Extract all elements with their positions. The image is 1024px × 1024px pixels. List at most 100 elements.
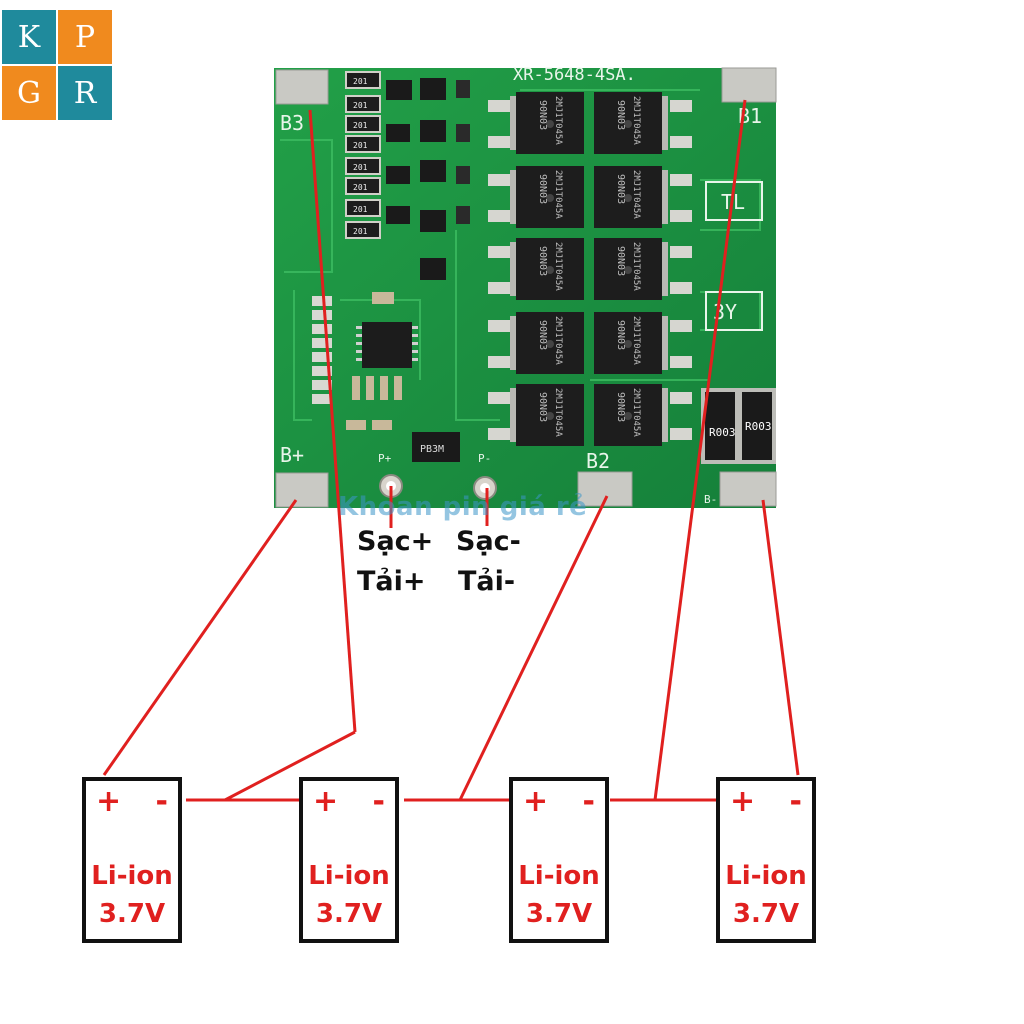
mosfet-marking-b: 2MJ1T045A xyxy=(553,96,563,145)
protection-ic xyxy=(356,322,418,368)
plus-terminal: + xyxy=(313,784,339,819)
smd-resistor-5: 201 xyxy=(345,157,381,175)
shunt-resistors xyxy=(701,388,776,464)
shunt-marking-2: R003 xyxy=(745,420,772,433)
minus-terminal: - xyxy=(372,784,385,819)
resistor-marking: 201 xyxy=(353,205,368,214)
mosfet-3-2: 90N03 2MJ1T045A xyxy=(594,238,692,300)
battery-voltage: 3.7V xyxy=(732,899,800,929)
resistor-marking: 201 xyxy=(353,163,368,172)
mosfet-marking-a: 90N03 xyxy=(615,174,626,204)
mosfet-marking-a: 90N03 xyxy=(615,392,626,422)
pcb-traces xyxy=(280,89,761,421)
mosfet-marking-b: 2MJ1T045A xyxy=(631,96,641,145)
label-load-minus: Tải- xyxy=(458,566,516,597)
resistor-marking: 201 xyxy=(353,77,368,86)
watermark-text: Khoan pin giá rẻ xyxy=(338,492,588,522)
resistor-marking: 201 xyxy=(353,227,368,236)
smd-resistor-1: 201 xyxy=(345,71,381,89)
label-charge-plus: Sạc+ xyxy=(357,526,434,557)
smd-resistor-7: 201 xyxy=(345,199,381,217)
label-pminus: P- xyxy=(478,452,491,465)
mosfet-marking-b: 2MJ1T045A xyxy=(553,170,563,219)
bms-board: XR-5648-4SA. B3 B1 B+ B2 B- P+ P- TL 3Y … xyxy=(274,65,777,508)
wires xyxy=(102,99,800,802)
mosfet-1-2: 90N03 2MJ1T045A xyxy=(594,92,692,154)
mosfet-marking-b: 2MJ1T045A xyxy=(553,316,563,365)
mosfet-marking-a: 90N03 xyxy=(537,100,548,130)
minus-terminal: - xyxy=(789,784,802,819)
mosfet-marking-b: 2MJ1T045A xyxy=(631,388,641,437)
pad-bplus xyxy=(275,472,329,508)
logo-letter-r: R xyxy=(58,66,112,120)
pad-b3 xyxy=(275,69,329,105)
minus-terminal: - xyxy=(155,784,168,819)
wire-b3-tie xyxy=(224,730,356,802)
mosfet-marking-a: 90N03 xyxy=(615,100,626,130)
mosfet-marking-b: 2MJ1T045A xyxy=(553,388,563,437)
minus-terminal: - xyxy=(582,784,595,819)
label-b2: B2 xyxy=(586,449,610,473)
label-b3: B3 xyxy=(280,111,304,135)
smd-resistor-3: 201 xyxy=(345,115,381,133)
battery-chemistry: Li-ion xyxy=(308,861,390,891)
wire-b1 xyxy=(653,99,747,801)
label-pplus: P+ xyxy=(378,452,392,465)
label-charge-minus: Sạc- xyxy=(456,526,521,557)
mosfet-marking-a: 90N03 xyxy=(537,320,548,350)
battery-voltage: 3.7V xyxy=(98,899,166,929)
wire-b2 xyxy=(458,495,609,801)
mosfet-marking-b: 2MJ1T045A xyxy=(631,242,641,291)
battery-voltage: 3.7V xyxy=(525,899,593,929)
battery-chemistry: Li-ion xyxy=(725,861,807,891)
logo-letter-g: G xyxy=(2,66,56,120)
battery-chemistry: Li-ion xyxy=(518,861,600,891)
wire-bplus xyxy=(102,499,298,776)
mosfet-marking-a: 90N03 xyxy=(615,246,626,276)
resistor-marking: 201 xyxy=(353,101,368,110)
resistor-marking: 201 xyxy=(353,121,368,130)
mosfet-5-2: 90N03 2MJ1T045A xyxy=(594,384,692,446)
pad-bminus xyxy=(719,471,777,507)
smd-resistor-4: 201 xyxy=(345,135,381,153)
wire-bminus xyxy=(761,499,800,776)
logo-letter-p: P xyxy=(58,10,112,64)
battery-voltage: 3.7V xyxy=(315,899,383,929)
mosfet-array: 90N03 2MJ1T045A 90N03 2MJ1T045A 90N03 2MJ1T04… xyxy=(488,92,692,446)
left-resistor-strip xyxy=(312,296,332,404)
label-bminus: B- xyxy=(704,493,717,506)
mosfet-marking-b: 2MJ1T045A xyxy=(553,242,563,291)
pcb-model-label: XR-5648-4SA. xyxy=(513,65,636,85)
battery-cell-1: + - Li-ion 3.7V xyxy=(82,777,182,943)
mosfet-marking-b: 2MJ1T045A xyxy=(631,316,641,365)
plus-terminal: + xyxy=(96,784,122,819)
label-bplus: B+ xyxy=(280,443,304,467)
battery-cell-2: + - Li-ion 3.7V xyxy=(299,777,399,943)
driver-chips xyxy=(386,78,470,280)
plus-terminal: + xyxy=(730,784,756,819)
mosfet-4-1: 90N03 2MJ1T045A xyxy=(488,312,584,374)
label-load-plus: Tải+ xyxy=(357,566,426,597)
mosfet-marking-a: 90N03 xyxy=(537,174,548,204)
shunt-marking-1: R003 xyxy=(709,426,736,439)
smd-resistor-8: 201 xyxy=(345,221,381,239)
battery-cell-4: + - Li-ion 3.7V xyxy=(716,777,816,943)
diode-package xyxy=(412,432,460,462)
battery-cell-3: + - Li-ion 3.7V xyxy=(509,777,609,943)
mosfet-marking-b: 2MJ1T045A xyxy=(631,170,641,219)
logo-letter-k: K xyxy=(2,10,56,64)
plus-terminal: + xyxy=(523,784,549,819)
pad-b1 xyxy=(721,67,777,103)
battery-chemistry: Li-ion xyxy=(91,861,173,891)
mosfet-2-1: 90N03 2MJ1T045A xyxy=(488,166,584,228)
mosfet-5-1: 90N03 2MJ1T045A xyxy=(488,384,584,446)
mosfet-marking-a: 90N03 xyxy=(537,392,548,422)
resistor-marking: 201 xyxy=(353,141,368,150)
wire-b3 xyxy=(308,109,357,733)
3y-mark-box xyxy=(705,291,763,331)
